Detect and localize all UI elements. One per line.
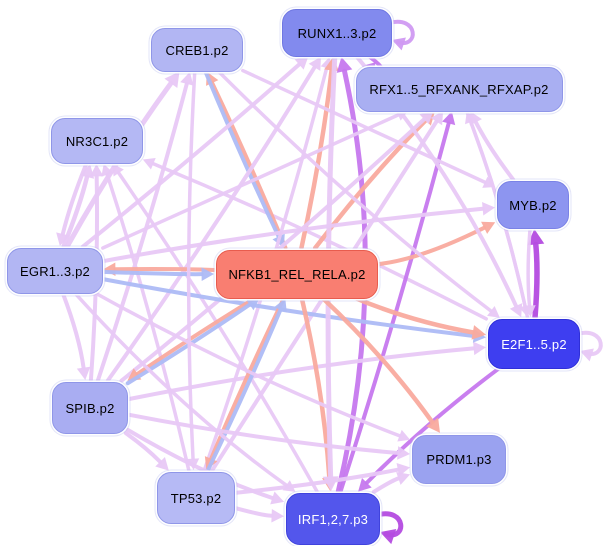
arrowhead — [142, 158, 156, 170]
edge — [100, 277, 476, 338]
edge — [61, 291, 86, 370]
edge — [113, 266, 217, 272]
edge — [116, 171, 319, 494]
edge — [100, 206, 485, 264]
node-prdm[interactable]: PRDM1.p3 — [412, 434, 506, 484]
arrowhead — [76, 366, 91, 381]
edge — [216, 69, 493, 313]
edge — [135, 295, 258, 376]
edge — [73, 291, 288, 487]
edge — [338, 121, 451, 494]
edge — [299, 296, 332, 480]
arrowhead — [56, 232, 70, 247]
node-tp53[interactable]: TP53.p2 — [157, 472, 235, 524]
arrowhead — [397, 429, 411, 442]
edge — [203, 69, 281, 239]
edge — [209, 296, 286, 461]
arrowhead — [487, 305, 500, 318]
arrowhead — [430, 111, 444, 126]
edge — [320, 295, 435, 425]
arrowhead — [270, 491, 285, 505]
node-creb[interactable]: CREB1.p2 — [151, 28, 243, 72]
edge — [123, 431, 163, 464]
edge — [371, 476, 401, 494]
edge — [93, 291, 402, 438]
edge — [186, 70, 197, 461]
arrowhead — [180, 71, 194, 86]
edge — [241, 68, 487, 185]
arrowhead — [155, 456, 169, 471]
arrowhead — [396, 472, 411, 485]
node-egr[interactable]: EGR1..3.p2 — [7, 248, 103, 294]
edge — [105, 65, 317, 383]
arrowhead — [380, 529, 397, 545]
arrowhead — [580, 348, 594, 362]
arrowhead — [201, 267, 215, 281]
arrowhead — [469, 111, 482, 126]
edge — [60, 161, 89, 237]
edge — [210, 81, 288, 250]
arrowhead — [164, 71, 180, 89]
arrowhead — [358, 477, 372, 492]
arrowhead — [518, 304, 532, 318]
arrowhead — [473, 341, 487, 356]
edge — [526, 227, 532, 308]
edge — [351, 295, 476, 335]
arrowhead — [89, 163, 104, 177]
node-spib[interactable]: SPIB.p2 — [52, 382, 128, 434]
edge — [125, 412, 400, 455]
node-runx[interactable]: RUNX1..3.p2 — [282, 9, 392, 57]
edge — [532, 241, 540, 320]
arrowhead — [509, 303, 523, 318]
edge — [232, 505, 274, 518]
edge — [101, 113, 400, 250]
arrowhead — [471, 325, 487, 340]
arrowhead — [397, 446, 411, 460]
arrowhead — [482, 201, 496, 216]
arrowhead — [294, 56, 309, 70]
arrowhead — [271, 508, 285, 523]
arrowhead — [274, 298, 287, 313]
node-myb[interactable]: MYB.p2 — [497, 181, 569, 229]
node-nr3c1[interactable]: NR3C1.p2 — [51, 118, 143, 164]
edge — [232, 467, 400, 495]
edge — [473, 120, 516, 182]
node-e2f[interactable]: E2F1..5.p2 — [488, 319, 580, 369]
arrowhead — [245, 297, 260, 311]
node-nfkb[interactable]: NFKB1_REL_RELA.p2 — [216, 249, 378, 299]
arrowhead — [481, 221, 496, 234]
edge — [95, 81, 189, 383]
arrowhead — [336, 56, 353, 73]
edge — [61, 174, 90, 249]
node-rfx[interactable]: RFX1..5_RFXANK_RFXAP.p2 — [355, 66, 563, 112]
arrowhead — [419, 110, 434, 125]
edge — [80, 62, 302, 249]
edge — [125, 346, 476, 402]
edge — [151, 162, 488, 321]
edge — [375, 225, 487, 267]
arrowhead — [442, 111, 456, 126]
arrowhead — [527, 228, 545, 246]
edge — [100, 269, 204, 277]
edge — [205, 307, 283, 473]
arrowhead — [426, 417, 440, 433]
arrowhead — [392, 37, 406, 51]
arrowhead — [308, 56, 321, 71]
node-irf[interactable]: IRF1,2,7.p3 — [286, 493, 380, 545]
